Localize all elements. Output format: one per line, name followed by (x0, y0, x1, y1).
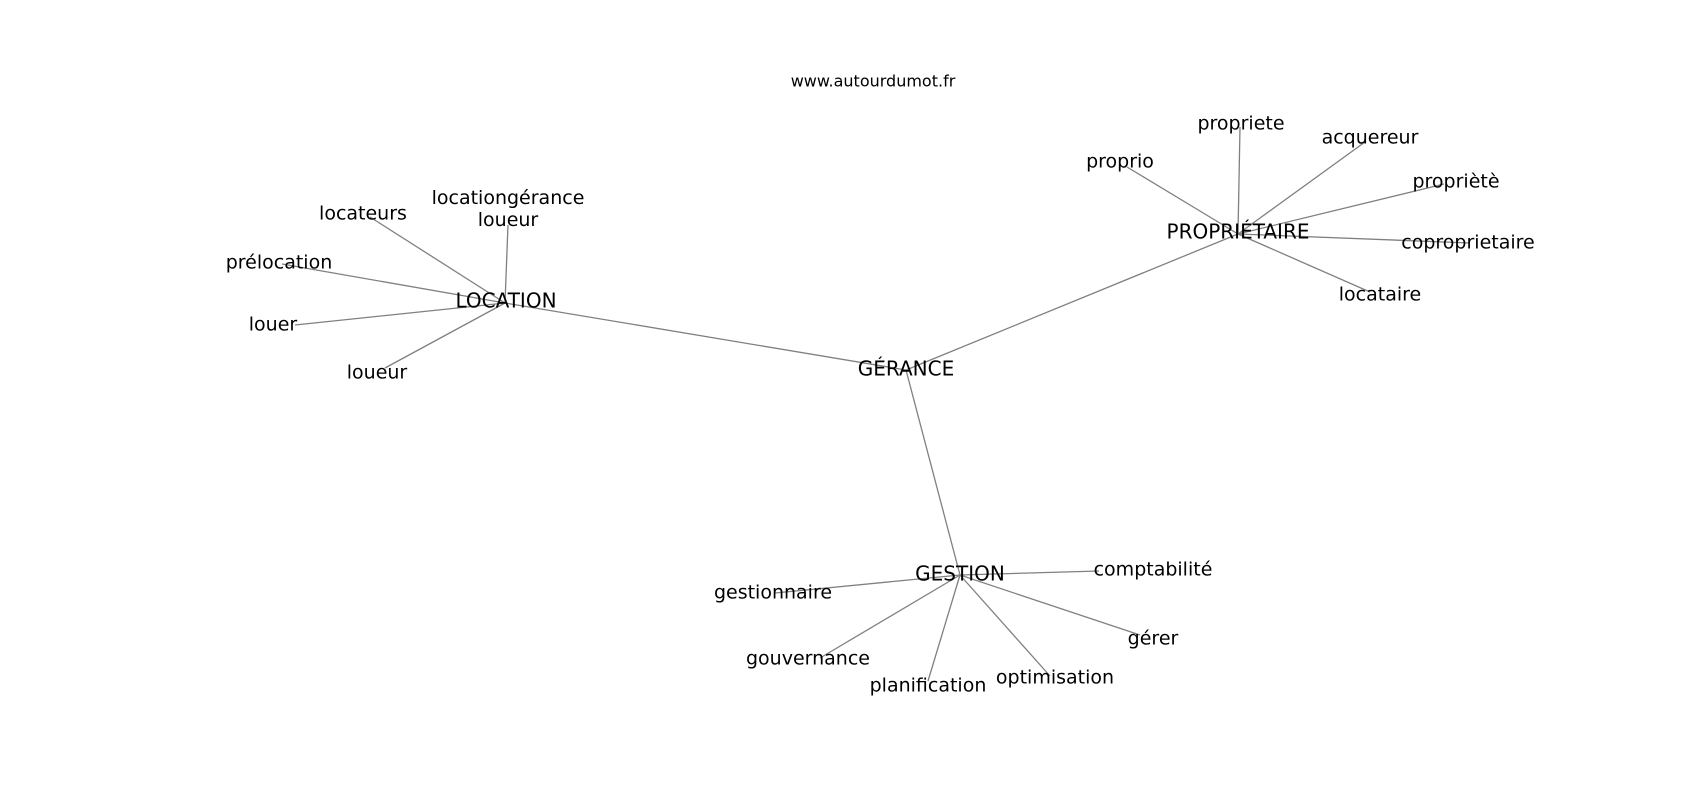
word-node-label: propriete (1197, 113, 1284, 135)
edge-hub-to-word (294, 302, 506, 326)
edge-hub-to-word (959, 574, 1141, 636)
word-node-label: planification (870, 675, 987, 697)
center-node-label: GÉRANCE (858, 357, 954, 381)
edge-hub-to-word (369, 216, 506, 304)
word-node-label: louer (249, 314, 298, 336)
site-url-label: www.autourdumot.fr (791, 72, 956, 91)
edge-hub-to-word (774, 574, 961, 594)
word-node-label: acquereur (1322, 127, 1419, 149)
word-node-label: comptabilité (1094, 559, 1213, 581)
word-node-label: gérer (1128, 628, 1179, 650)
word-node-label: locateurs (319, 203, 407, 225)
edge-center-to-hub (905, 369, 961, 576)
edge-hub-to-word (504, 224, 509, 304)
graph-labels: www.autourdumot.fr GÉRANCE LOCATION locat… (226, 72, 1535, 697)
edge-hub-to-word (1126, 166, 1239, 235)
edge-hub-to-word (959, 570, 1100, 576)
edge-center-to-hub (905, 233, 1239, 371)
edge-hub-to-word (1237, 141, 1366, 235)
graph-edges (281, 126, 1471, 682)
word-node-label: coproprietaire (1401, 232, 1534, 254)
hub-node-label: GESTION (915, 562, 1005, 586)
edge-hub-to-word (819, 574, 961, 659)
edge-hub-to-word (959, 574, 1051, 677)
edge-hub-to-word (384, 302, 506, 369)
hub-node-label: LOCATION (455, 289, 556, 313)
word-node-label: gouvernance (746, 648, 870, 670)
word-node-label: propriètè (1412, 171, 1499, 193)
word-node-label: loueur (347, 362, 408, 384)
edge-hub-to-word (1237, 233, 1471, 244)
word-node-label: proprio (1086, 151, 1154, 173)
edge-hub-to-word (281, 263, 506, 304)
edge-hub-to-word (1237, 233, 1371, 293)
edge-hub-to-word (1237, 183, 1445, 235)
word-node-label: optimisation (996, 667, 1114, 689)
word-node-label: locataire (1339, 284, 1421, 306)
word-node-label: prélocation (226, 252, 333, 274)
edge-center-to-hub (504, 302, 907, 371)
edge-hub-to-word (927, 574, 961, 682)
word-node-label: gestionnaire (714, 582, 832, 604)
hub-node-label: PROPRIÉTAIRE (1167, 220, 1310, 244)
edge-hub-to-word (1237, 126, 1241, 235)
